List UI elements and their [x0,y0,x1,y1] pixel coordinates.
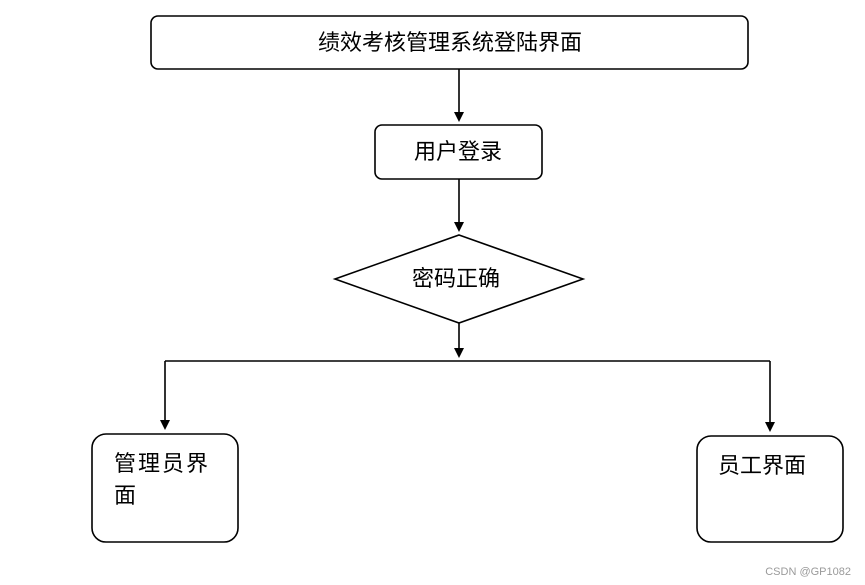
node-system-login: 绩效考核管理系统登陆界面 [150,15,749,70]
node-staff-ui-box [696,435,844,543]
node-user-login-label: 用户登录 [414,140,502,165]
node-system-login-box [150,15,749,70]
node-staff-ui-label: 员工界面 [718,454,806,479]
node-system-login-label: 绩效考核管理系统登陆界面 [318,31,582,56]
node-admin-ui: 管理员界 面 [91,433,239,543]
node-user-login: 用户登录 [374,124,543,180]
node-password-check-label: 密码正确 [412,267,500,292]
node-admin-ui-label-line1: 管理员界 [114,452,210,477]
node-staff-ui: 员工界面 [696,435,844,543]
watermark: CSDN @GP1082 [765,566,851,578]
node-admin-ui-box [91,433,239,543]
node-admin-ui-label-line2: 面 [114,484,136,509]
node-password-check: 密码正确 [332,234,586,324]
